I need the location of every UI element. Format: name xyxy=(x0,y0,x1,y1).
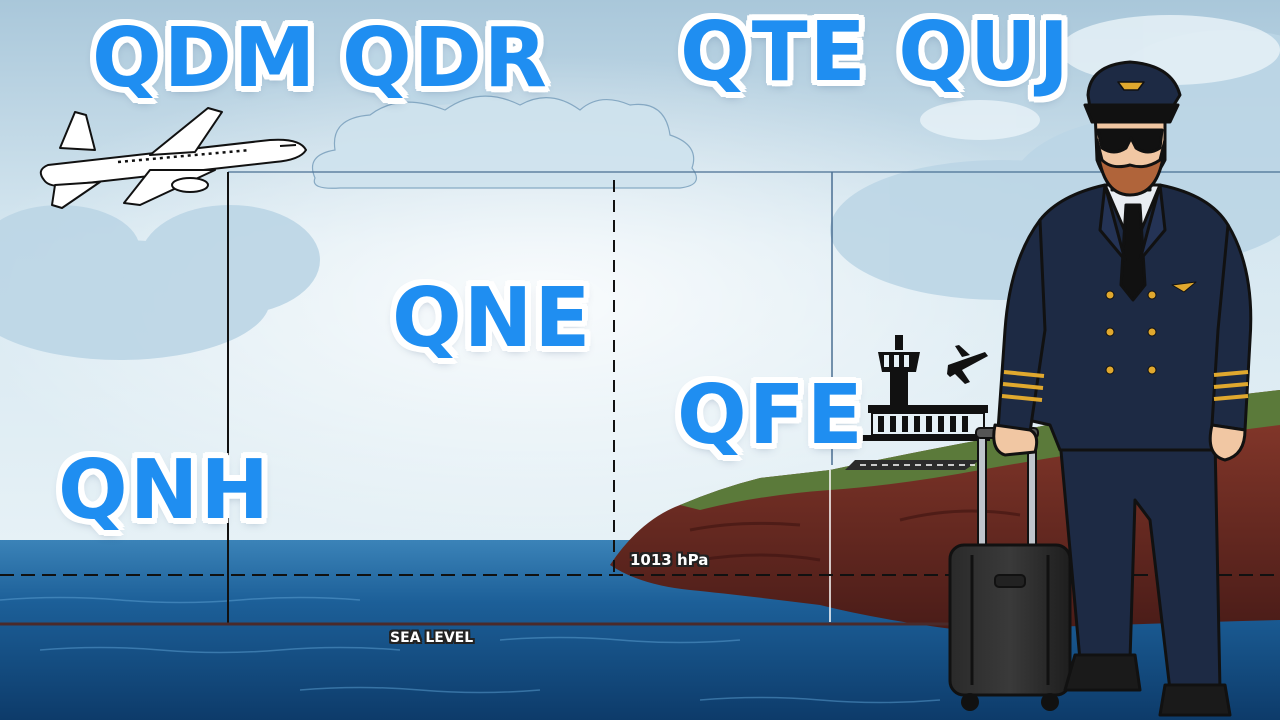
outlined-cloud xyxy=(311,95,698,189)
label-qfe: QFE xyxy=(677,368,865,463)
pilot-figure xyxy=(992,60,1253,717)
pressure-label: 1013 hPa xyxy=(630,551,709,569)
label-qdr: QDR xyxy=(342,11,549,106)
sea-level-label: SEA LEVEL xyxy=(390,630,474,646)
label-qnh: QNH xyxy=(58,443,271,538)
airplane-icon xyxy=(39,107,307,209)
small-airplane-icon xyxy=(947,345,988,384)
label-qdm: QDM xyxy=(92,11,318,106)
label-qne: QNE xyxy=(392,271,593,366)
airport-icon xyxy=(845,335,990,470)
label-qte-quj: QTE QUJ xyxy=(680,5,1072,100)
sea-waves xyxy=(0,596,941,704)
